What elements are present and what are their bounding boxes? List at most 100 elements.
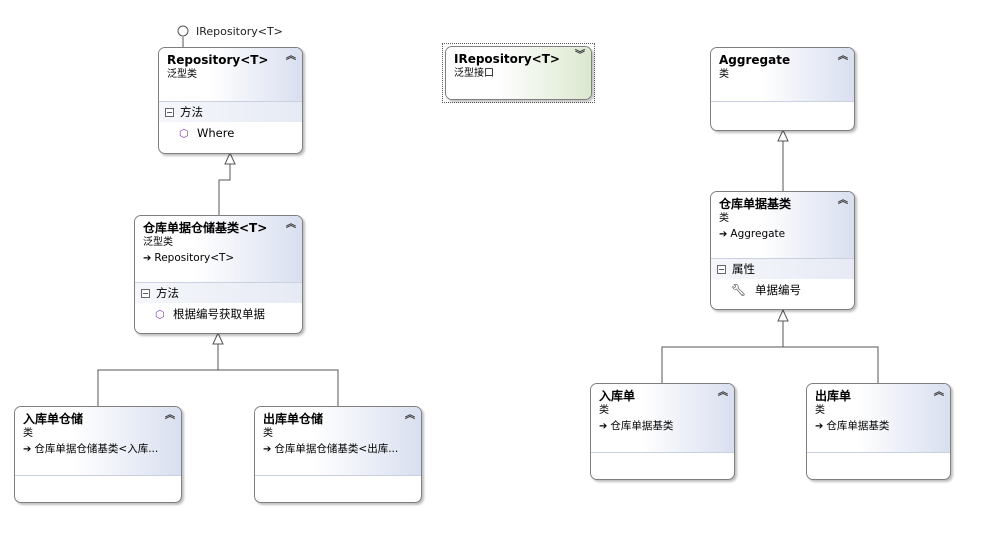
methods-compartment: −方法 ⬡ Where <box>159 101 302 144</box>
shape-header: Repository<T> 泛型类 ︽ <box>159 48 302 101</box>
compartment-label: 属性 <box>732 262 755 276</box>
compartment-header[interactable]: −方法 <box>135 283 302 303</box>
base-type: ➔仓库单据仓储基类<出库... <box>263 442 399 457</box>
inherit-line-repo-base <box>218 164 231 215</box>
class-shape-warehouse-doc-base[interactable]: 仓库单据基类 类 ➔Aggregate ︽ −属性 🔧︎ 单据编号 <box>710 191 855 310</box>
empty-compartment <box>591 452 734 453</box>
minus-box-icon[interactable]: − <box>141 289 150 298</box>
class-shape-outbound-repo[interactable]: 出库单仓储 类 ➔仓库单据仓储基类<出库... ︽ <box>254 406 422 503</box>
inherit-arrow-icon <box>224 151 236 165</box>
method-cube-icon: ⬡ <box>179 127 189 140</box>
shape-title: 入库单仓储 <box>23 412 84 426</box>
minus-box-icon[interactable]: − <box>165 108 174 117</box>
lollipop-circle <box>177 25 189 37</box>
chevron-double-up-icon[interactable]: ︽ <box>718 387 728 398</box>
inherit-line-inbound-doc <box>661 321 784 383</box>
inherit-arrow-icon: ➔ <box>815 421 824 432</box>
chevron-double-up-icon[interactable]: ︽ <box>286 51 296 62</box>
shape-title: 仓库单据基类 <box>719 197 792 211</box>
empty-compartment <box>15 475 181 476</box>
inherit-line-inbound-repo <box>97 344 219 406</box>
shape-stereotype: 类 <box>815 405 825 416</box>
compartment-label: 方法 <box>180 105 203 119</box>
interface-shape-irepository[interactable]: IRepository<T> 泛型接口 ︾ <box>445 46 592 100</box>
shape-stereotype: 泛型类 <box>167 69 197 80</box>
chevron-double-up-icon[interactable]: ︽ <box>838 51 848 62</box>
shape-stereotype: 泛型类 <box>143 237 173 248</box>
methods-compartment: −方法 ⬡ 根据编号获取单据 <box>135 282 302 325</box>
class-shape-inbound-doc[interactable]: 入库单 类 ➔仓库单据基类 ︽ <box>590 383 735 480</box>
shape-header: 出库单仓储 类 ➔仓库单据仓储基类<出库... ︽ <box>255 407 421 475</box>
shape-title: 仓库单据仓储基类<T> <box>143 221 268 235</box>
inherit-arrow-icon: ➔ <box>599 421 608 432</box>
class-shape-repository[interactable]: Repository<T> 泛型类 ︽ −方法 ⬡ Where <box>158 47 303 154</box>
shape-header: IRepository<T> 泛型接口 ︾ <box>446 47 591 99</box>
interface-lollipop-label: IRepository<T> <box>196 25 283 38</box>
base-type-label: 仓库单据基类 <box>610 420 674 432</box>
base-type: ➔Repository<T> <box>143 251 278 266</box>
empty-compartment <box>255 475 421 476</box>
shape-title: 出库单 <box>815 389 852 403</box>
base-type: ➔仓库单据基类 <box>599 419 710 434</box>
shape-header: 仓库单据仓储基类<T> 泛型类 ➔Repository<T> ︽ <box>135 216 302 282</box>
shape-stereotype: 类 <box>23 428 33 439</box>
chevron-double-up-icon[interactable]: ︽ <box>286 219 296 230</box>
inherit-arrow-icon: ➔ <box>263 444 272 455</box>
shape-stereotype: 类 <box>719 69 729 80</box>
inherit-arrow-icon <box>777 128 789 142</box>
member-item[interactable]: ⬡ 根据编号获取单据 <box>135 303 302 325</box>
shape-stereotype: 类 <box>719 213 729 224</box>
inherit-arrow-icon: ➔ <box>143 253 152 264</box>
shape-stereotype: 类 <box>599 405 609 416</box>
member-label: Where <box>197 126 235 140</box>
base-type-label: Aggregate <box>730 228 786 240</box>
base-type-label: 仓库单据仓储基类<入库... <box>34 443 159 455</box>
shape-header: Aggregate 类 ︽ <box>711 48 854 101</box>
inherit-arrow-icon: ➔ <box>719 229 728 240</box>
base-type-label: 仓库单据基类 <box>826 420 890 432</box>
chevron-double-up-icon[interactable]: ︽ <box>934 387 944 398</box>
base-type: ➔仓库单据仓储基类<入库... <box>23 442 159 457</box>
method-cube-icon: ⬡ <box>155 308 165 321</box>
member-label: 单据编号 <box>755 283 801 297</box>
chevron-double-up-icon[interactable]: ︽ <box>405 410 415 421</box>
chevron-double-down-icon[interactable]: ︾ <box>575 50 585 61</box>
shape-header: 入库单仓储 类 ➔仓库单据仓储基类<入库... ︽ <box>15 407 181 475</box>
inherit-arrow-icon <box>212 331 224 345</box>
shape-title: Aggregate <box>719 53 791 67</box>
selection-outline <box>442 43 595 103</box>
wrench-icon: 🔧︎ <box>731 283 747 297</box>
shape-title: IRepository<T> <box>454 52 560 66</box>
shape-header: 入库单 类 ➔仓库单据基类 ︽ <box>591 384 734 452</box>
base-type: ➔仓库单据基类 <box>815 419 926 434</box>
inherit-arrow-icon: ➔ <box>23 444 32 455</box>
chevron-double-up-icon[interactable]: ︽ <box>838 195 848 206</box>
class-shape-warehouse-repo-base[interactable]: 仓库单据仓储基类<T> 泛型类 ➔Repository<T> ︽ −方法 ⬡ 根据… <box>134 215 303 334</box>
shape-header: 仓库单据基类 类 ➔Aggregate ︽ <box>711 192 854 258</box>
inherit-line-outbound-doc <box>783 346 879 383</box>
empty-compartment <box>807 452 950 453</box>
member-item[interactable]: ⬡ Where <box>159 122 302 144</box>
shape-stereotype: 泛型接口 <box>454 68 494 79</box>
chevron-double-up-icon[interactable]: ︽ <box>165 410 175 421</box>
shape-stereotype: 类 <box>263 428 273 439</box>
inherit-line-outbound-repo <box>218 369 339 406</box>
base-type-label: 仓库单据仓储基类<出库... <box>274 443 399 455</box>
shape-title: Repository<T> <box>167 53 269 67</box>
class-shape-outbound-doc[interactable]: 出库单 类 ➔仓库单据基类 ︽ <box>806 383 951 480</box>
compartment-header[interactable]: −方法 <box>159 102 302 122</box>
member-item[interactable]: 🔧︎ 单据编号 <box>711 279 854 301</box>
class-shape-aggregate[interactable]: Aggregate 类 ︽ <box>710 47 855 131</box>
compartment-header[interactable]: −属性 <box>711 259 854 279</box>
shape-title: 出库单仓储 <box>263 412 324 426</box>
member-label: 根据编号获取单据 <box>173 307 265 321</box>
minus-box-icon[interactable]: − <box>717 265 726 274</box>
base-type-label: Repository<T> <box>154 252 235 264</box>
class-shape-inbound-repo[interactable]: 入库单仓储 类 ➔仓库单据仓储基类<入库... ︽ <box>14 406 182 503</box>
shape-header: 出库单 类 ➔仓库单据基类 ︽ <box>807 384 950 452</box>
compartment-label: 方法 <box>156 286 179 300</box>
base-type: ➔Aggregate <box>719 227 830 242</box>
inherit-arrow-icon <box>777 308 789 322</box>
properties-compartment: −属性 🔧︎ 单据编号 <box>711 258 854 301</box>
